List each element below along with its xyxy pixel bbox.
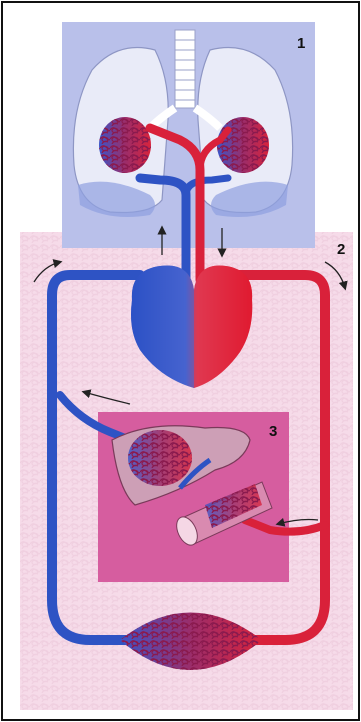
- label-lungs: 1: [297, 35, 305, 52]
- label-liver-gut: 3: [269, 423, 277, 440]
- label-systemic: 2: [337, 241, 345, 258]
- liver-capillary-mesh: [128, 430, 192, 486]
